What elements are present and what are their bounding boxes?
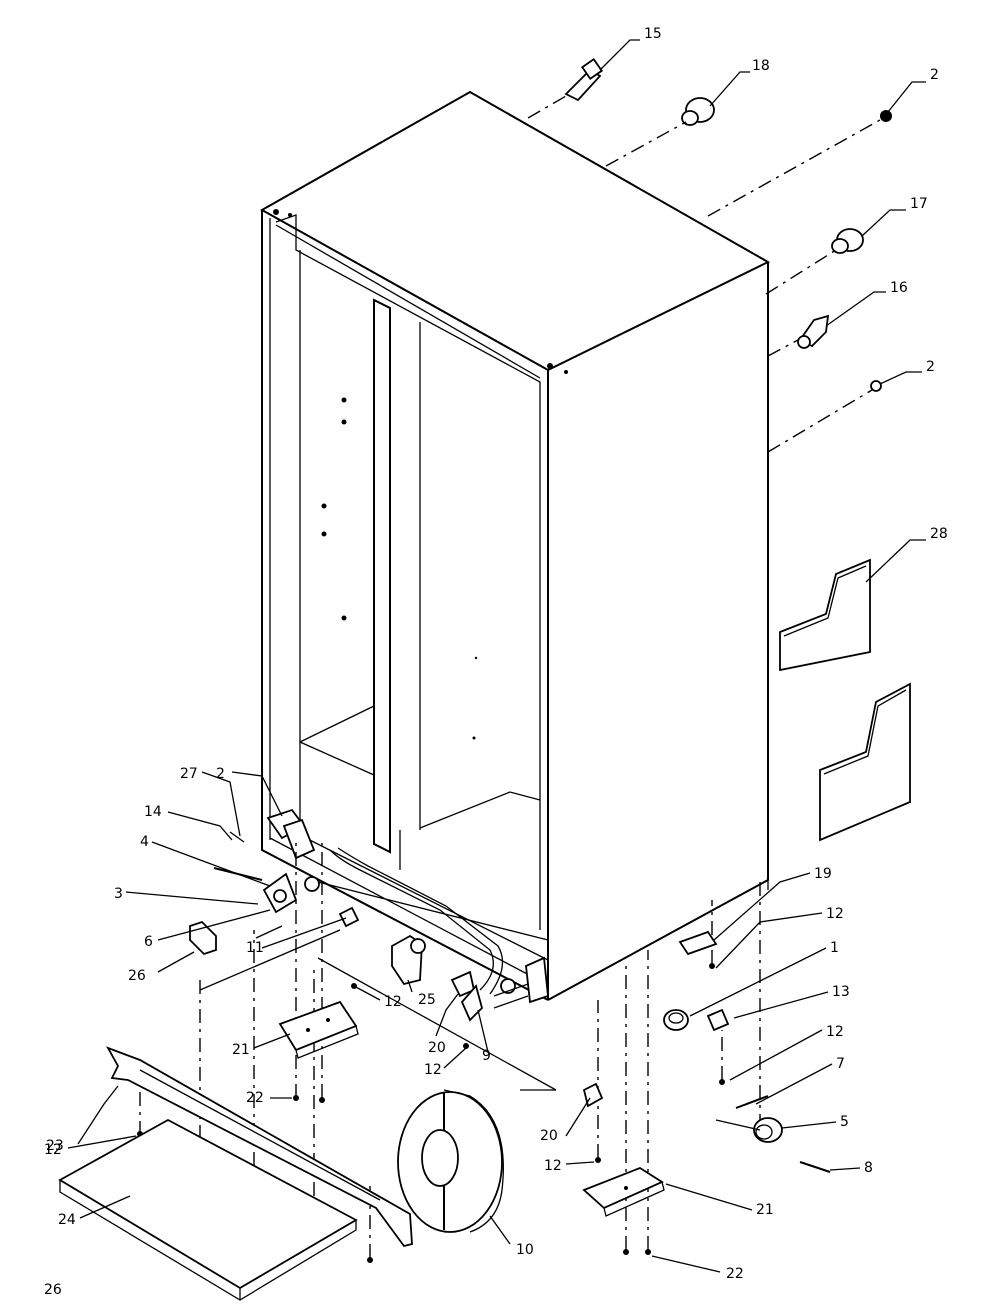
part-19-bracket bbox=[678, 930, 718, 956]
callout-16: 16 bbox=[890, 280, 908, 296]
callout-11: 11 bbox=[246, 940, 264, 956]
part-28-panel-upper bbox=[779, 558, 871, 672]
callout-6: 6 bbox=[144, 934, 153, 950]
callout-12: 12 bbox=[424, 1062, 442, 1078]
callout-26: 26 bbox=[44, 1282, 62, 1298]
callout-13: 13 bbox=[832, 984, 850, 1000]
callout-19: 19 bbox=[814, 866, 832, 882]
callout-12: 12 bbox=[826, 1024, 844, 1040]
callout-20: 20 bbox=[540, 1128, 558, 1144]
part-18-grommet bbox=[681, 97, 715, 126]
callout-labels: 15 18 2 17 16 2 28 2 27 14 4 3 6 26 11 2… bbox=[44, 26, 948, 1298]
refrigerator-cabinet bbox=[259, 90, 771, 1001]
callout-21: 21 bbox=[756, 1202, 774, 1218]
callout-12: 12 bbox=[44, 1142, 62, 1158]
callout-12: 12 bbox=[544, 1158, 562, 1174]
callout-14: 14 bbox=[144, 804, 162, 820]
callout-17: 17 bbox=[910, 196, 928, 212]
part-20-clip-center bbox=[450, 970, 484, 1022]
leader-lines-vertical bbox=[139, 840, 761, 1258]
callout-4: 4 bbox=[140, 834, 149, 850]
part-23-rail bbox=[106, 1046, 413, 1248]
part-21-plate-left bbox=[278, 1000, 359, 1059]
hinge-assembly-left bbox=[189, 808, 320, 956]
callout-7: 7 bbox=[836, 1056, 845, 1072]
callout-2: 2 bbox=[926, 359, 935, 375]
callout-25: 25 bbox=[418, 992, 436, 1008]
callout-24: 24 bbox=[58, 1212, 76, 1228]
callout-2: 2 bbox=[930, 67, 939, 83]
callout-12: 12 bbox=[384, 994, 402, 1010]
hinge-bracket-right bbox=[493, 956, 549, 1009]
callout-10: 10 bbox=[516, 1242, 534, 1258]
part-17-plug bbox=[831, 228, 864, 254]
part-24-drain-pan bbox=[58, 1118, 358, 1301]
callout-5: 5 bbox=[840, 1114, 849, 1130]
part-11-bracket bbox=[338, 906, 360, 928]
part-10-ring bbox=[397, 1089, 504, 1233]
callout-21: 21 bbox=[232, 1042, 250, 1058]
callout-15: 15 bbox=[644, 26, 662, 42]
callout-27: 27 bbox=[180, 766, 198, 782]
leader-lines-top bbox=[527, 95, 881, 453]
part-21-plate-right bbox=[582, 1166, 665, 1217]
callout-22: 22 bbox=[246, 1090, 264, 1106]
part-28-panel-lower bbox=[819, 682, 911, 842]
callout-12: 12 bbox=[826, 906, 844, 922]
callout-22: 22 bbox=[726, 1266, 744, 1282]
callout-23: 23 bbox=[46, 1138, 64, 1154]
callout-26: 26 bbox=[128, 968, 146, 984]
callout-9: 9 bbox=[482, 1048, 491, 1064]
part-13-clip bbox=[706, 1008, 730, 1032]
part-16-clip bbox=[797, 314, 830, 349]
callout-leaders bbox=[67, 39, 926, 1273]
callout-8: 8 bbox=[864, 1160, 873, 1176]
callout-3: 3 bbox=[114, 886, 123, 902]
part-1-foot bbox=[663, 1009, 689, 1031]
part-2-screw-top bbox=[880, 110, 892, 122]
part-25-bracket bbox=[391, 934, 426, 986]
callout-1: 1 bbox=[830, 940, 839, 956]
callout-28: 28 bbox=[930, 526, 948, 542]
callout-2: 2 bbox=[216, 766, 225, 782]
part-2-screw-mid bbox=[870, 380, 882, 392]
callout-20: 20 bbox=[428, 1040, 446, 1056]
part-5-roller bbox=[715, 1117, 783, 1143]
part-15-fitting bbox=[564, 57, 604, 102]
callout-18: 18 bbox=[752, 58, 770, 74]
